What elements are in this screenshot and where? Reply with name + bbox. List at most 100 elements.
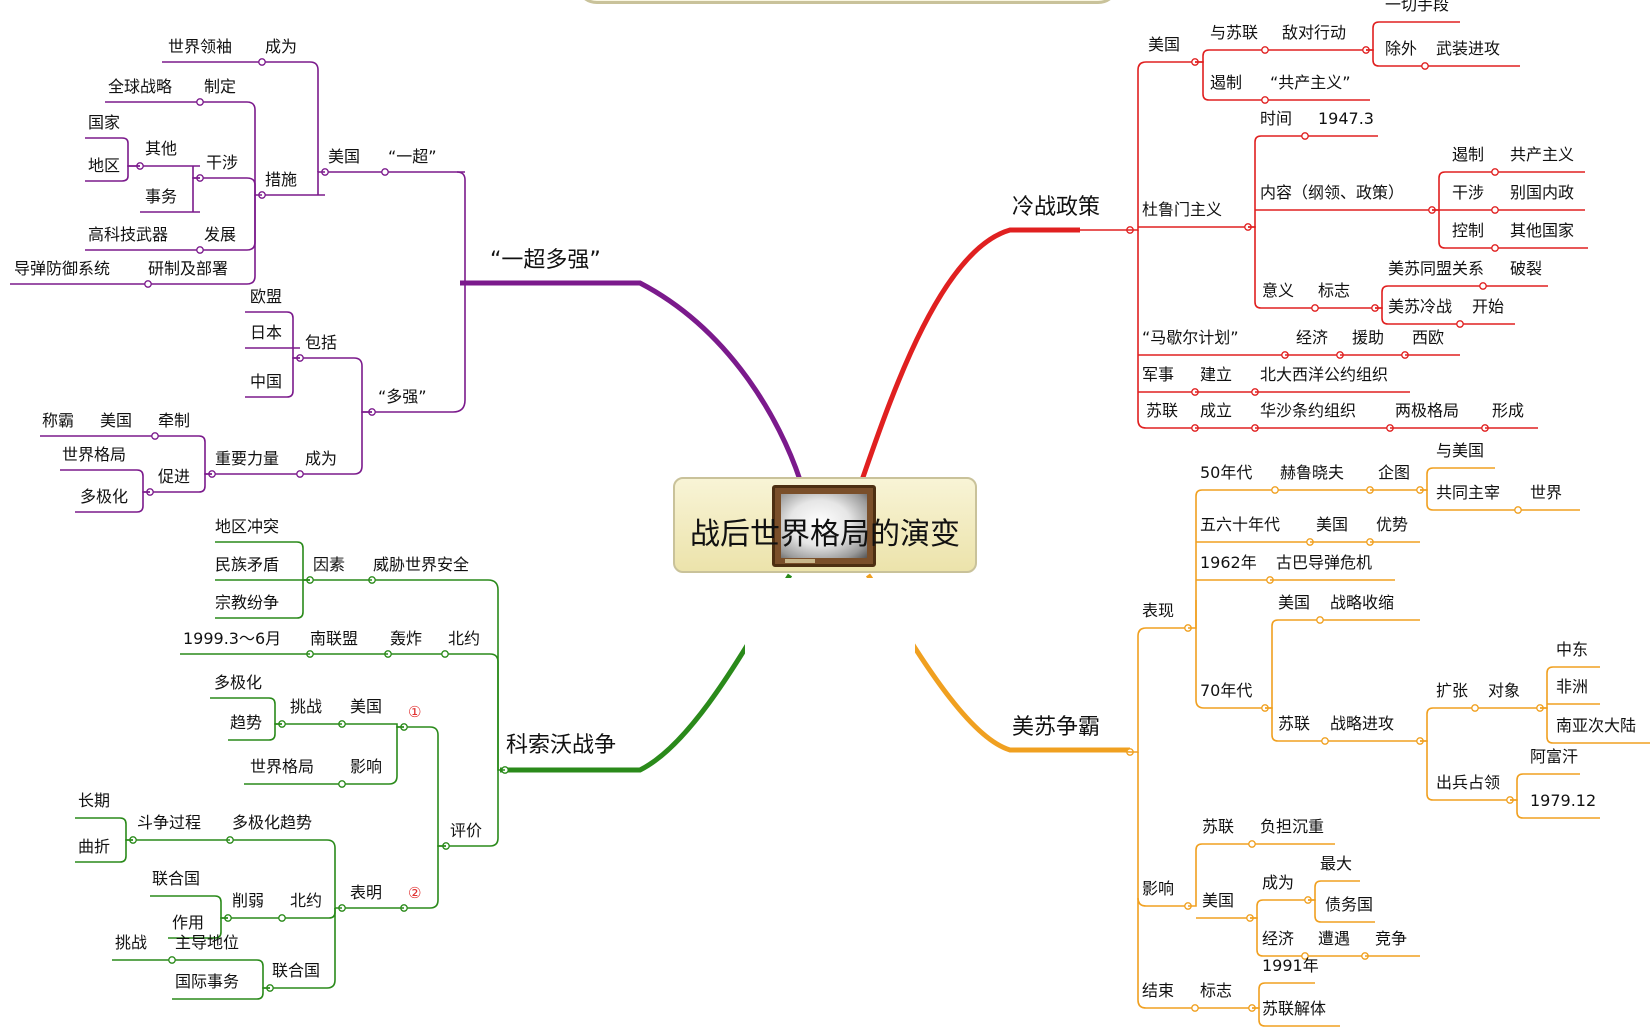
node-o-duixiang: 对象 [1488,681,1521,700]
node-o-us: 美国 [1316,515,1349,534]
node-g-zongjiao: 宗教纷争 [215,593,280,612]
node-p-diqu: 地区 [88,156,121,175]
node-p-riben: 日本 [250,323,283,342]
node-r-meisulengzhan: 美苏冷战 [1388,297,1453,316]
node-g-pingjia: 评价 [450,821,483,840]
node-o-zuida: 最大 [1320,854,1353,873]
node-r-bieguo: 别国内政 [1510,183,1575,202]
node-o-guba: 古巴导弹危机 [1276,553,1373,572]
node-r-xiou: 西欧 [1412,328,1445,347]
node-p-chengba: 称霸 [42,411,75,430]
node-g-guojishiwu: 国际事务 [175,972,240,991]
node-r-ganshe: 干涉 [1452,183,1485,202]
node-o-zhanluejingong: 战略进攻 [1330,714,1395,733]
node-r-yiyi: 意义 [1262,281,1295,300]
node-o-us3: 美国 [1202,891,1235,910]
node-p-shijielingxiu: 世界领袖 [168,37,233,56]
node-g-diquchongtu: 地区冲突 [215,517,280,536]
node-p-shijiegeju: 世界格局 [62,445,127,464]
central-topic: 战后世界格局的演变 [673,477,977,573]
node-o-jieti: 苏联解体 [1262,999,1327,1018]
node-g-main: 科索沃战争 [506,733,617,758]
node-p-oumeng: 欧盟 [250,287,283,306]
node-g-us: 美国 [350,697,383,716]
header-frame [575,0,1120,4]
node-r-jianli: 建立 [1200,365,1233,384]
node-g-nanlianmeng: 南联盟 [310,629,359,648]
node-p-zhongyaoliliang: 重要力量 [215,449,280,468]
node-r-ezhi2: 遏制 [1452,145,1485,164]
node-r-qitaguojia: 其他国家 [1510,221,1575,240]
node-o-youshi: 优势 [1376,515,1409,534]
node-r-chuwai: 除外 [1385,39,1418,58]
node-g-changqi: 长期 [78,791,111,810]
node-o-qitu: 企图 [1378,463,1411,482]
node-r-main: 冷战政策 [1012,195,1101,220]
node-o-jingji: 经济 [1262,929,1295,948]
node-o-chengwei: 成为 [1262,873,1295,892]
node-o-shijie: 世界 [1530,483,1563,502]
node-o-sulian: 苏联 [1278,714,1311,733]
node-r-gongchan2: 共产主义 [1510,145,1575,164]
node-r-ezhi: 遏制 [1210,73,1243,92]
node-o-heluxiaofu: 赫鲁晓夫 [1280,463,1345,482]
node-r-beida: 北大西洋公约组织 [1260,365,1389,384]
node-r-chengli: 成立 [1200,401,1233,420]
node-o-us2: 美国 [1278,593,1311,612]
node-g-biaoming: 表明 [350,883,383,902]
node-o-n50: 50年代 [1200,463,1253,482]
node-g-n1: ① [408,703,422,721]
node-g-date: 1999.3～6月 [183,629,282,648]
node-o-zhanlueshousuo: 战略收缩 [1330,593,1395,612]
node-p-baokuo: 包括 [305,333,338,352]
node-r-meisu: 美苏同盟关系 [1388,259,1485,278]
node-g-tiaozhan: 挑战 [290,697,323,716]
node-o-n1962: 1962年 [1200,553,1257,572]
node-g-qushi: 趋势 [230,713,263,732]
node-r-yiqie: 一切手段 [1385,0,1450,14]
node-p-yichao: “一超” [388,147,437,166]
node-g-beiyue2: 北约 [290,891,323,910]
node-r-polie: 破裂 [1510,259,1543,278]
node-g-quzhe: 曲折 [78,837,111,856]
node-g-lianheguo2: 联合国 [272,961,321,980]
node-o-zaoyu: 遭遇 [1318,929,1351,948]
node-r-yuanzhu: 援助 [1352,328,1385,347]
node-g-lianheguo: 联合国 [152,869,201,888]
node-r-wuzhuang: 武装进攻 [1436,39,1501,58]
node-p-us2: 美国 [100,411,133,430]
node-r-kongzhi: 控制 [1452,221,1485,240]
node-r-junshi: 军事 [1142,365,1175,384]
node-o-fudan: 负担沉重 [1260,817,1325,836]
node-r-xingcheng: 形成 [1492,401,1525,420]
node-o-jingzheng: 竞争 [1375,929,1408,948]
node-o-jieshu: 结束 [1142,981,1175,1000]
node-p-duoqiang: “多强” [378,387,427,406]
node-p-shiwu: 事务 [145,187,178,206]
node-o-afuhan: 阿富汗 [1530,747,1579,766]
node-r-jingji: 经济 [1296,328,1329,347]
node-o-nanya: 南亚次大陆 [1556,716,1637,735]
node-p-guojia: 国家 [88,113,121,132]
node-p-zhongguo: 中国 [250,372,283,391]
node-g-n2: ② [408,884,422,902]
node-o-chubing: 出兵占领 [1436,773,1501,792]
node-r-date: 1947.3 [1318,109,1374,128]
node-r-mashaer: “马歇尔计划” [1142,328,1239,347]
node-p-chengwei1: 成为 [265,37,298,56]
node-r-kaishi: 开始 [1472,297,1505,316]
node-p-ganshe: 干涉 [206,153,239,172]
node-r-gongchan: “共产主义” [1270,73,1351,92]
node-r-huasha: 华沙条约组织 [1260,401,1357,420]
node-o-biaoxian: 表现 [1142,601,1175,620]
node-o-yingxiang: 影响 [1142,879,1175,898]
node-g-beiyue: 北约 [448,629,481,648]
node-g-shijiegeju: 世界格局 [250,757,315,776]
node-o-kuozhang: 扩张 [1436,681,1469,700]
node-o-feizhou: 非洲 [1556,677,1589,696]
node-o-date: 1979.12 [1530,791,1597,810]
node-r-dulumen: 杜鲁门主义 [1142,200,1223,219]
node-r-sulian: 苏联 [1146,401,1179,420]
node-p-qianzhi: 牵制 [158,411,191,430]
blackboard-icon [772,485,876,567]
